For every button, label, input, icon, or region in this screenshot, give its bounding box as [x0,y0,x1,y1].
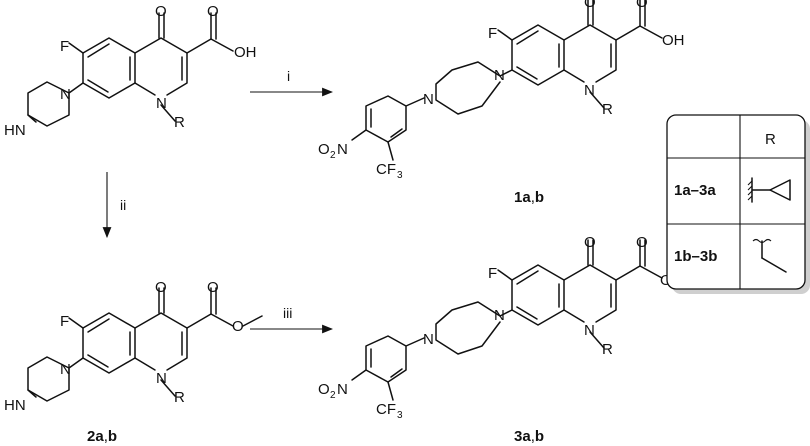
atom-n: N [60,86,71,103]
step-label-ii: ii [120,197,126,213]
svg-text:1a,b: 1a,b [514,189,544,206]
atom-n: N [423,331,434,348]
svg-text:2: 2 [330,390,336,401]
atom-o: O [155,279,167,296]
step-label-i: i [287,68,290,84]
atom-n: N [584,82,595,99]
cyclopropyl-structure [747,177,791,203]
compound-2ab: F O O O N R N HN [4,279,263,414]
atom-r: R [174,114,185,131]
atom-o: O [207,3,219,20]
table-row-label: 1a–3a [674,182,716,199]
compound-3ab: F O O O N R N N O 2 N CF 3 [318,234,691,421]
atom-o: O [155,3,167,20]
atom-n: N [156,95,167,112]
atom-o: O [636,234,648,251]
atom-f: F [488,265,497,282]
svg-text:3: 3 [397,410,403,421]
atom-hn: HN [4,397,26,414]
atom-o: O [584,234,596,251]
svg-text:CF: CF [376,161,396,178]
step-label-iii: iii [283,305,292,321]
cf3-group: CF 3 [376,401,403,421]
nitro-group: O 2 N [318,381,348,401]
atom-hn: HN [4,122,26,139]
atom-o: O [207,279,219,296]
svg-text:O: O [318,381,330,398]
arrow-step-iii: iii [250,305,334,334]
starting-material: F O O OH N R N HN [4,3,257,139]
svg-text:2: 2 [330,150,336,161]
svg-text:3a,b: 3a,b [514,428,544,445]
atom-o: O [636,0,648,11]
svg-text:O: O [318,141,330,158]
atom-r: R [602,101,613,118]
atom-r: R [602,341,613,358]
svg-text:N: N [337,381,348,398]
atom-f: F [60,313,69,330]
svg-text:N: N [337,141,348,158]
compound-1ab: F O O OH N R N N O 2 N CF 3 [318,0,685,181]
ethyl-structure [752,238,787,273]
label-2ab: 2a,b [87,428,117,445]
table-header-r: R [765,131,776,148]
atom-oh: OH [662,32,685,49]
label-3ab: 3a,b [514,428,544,445]
arrow-step-ii: ii [102,172,126,239]
svg-text:CF: CF [376,401,396,418]
atom-n: N [584,322,595,339]
atom-n: N [60,361,71,378]
atom-o: O [660,272,672,289]
svg-text:2a,b: 2a,b [87,428,117,445]
atom-n: N [494,307,505,324]
atom-f: F [60,38,69,55]
label-1ab: 1a,b [514,189,544,206]
substituent-table: R 1a–3a 1b–3b [666,114,810,294]
atom-o: O [232,318,244,335]
atom-n: N [423,91,434,108]
atom-n: N [156,370,167,387]
atom-n: N [494,67,505,84]
table-row-label: 1b–3b [674,248,717,265]
svg-text:3: 3 [397,170,403,181]
atom-o: O [584,0,596,11]
atom-r: R [174,389,185,406]
cf3-group: CF 3 [376,161,403,181]
atom-oh: OH [234,44,257,61]
atom-f: F [488,25,497,42]
nitro-group: O 2 N [318,141,348,161]
arrow-step-i: i [250,68,334,97]
